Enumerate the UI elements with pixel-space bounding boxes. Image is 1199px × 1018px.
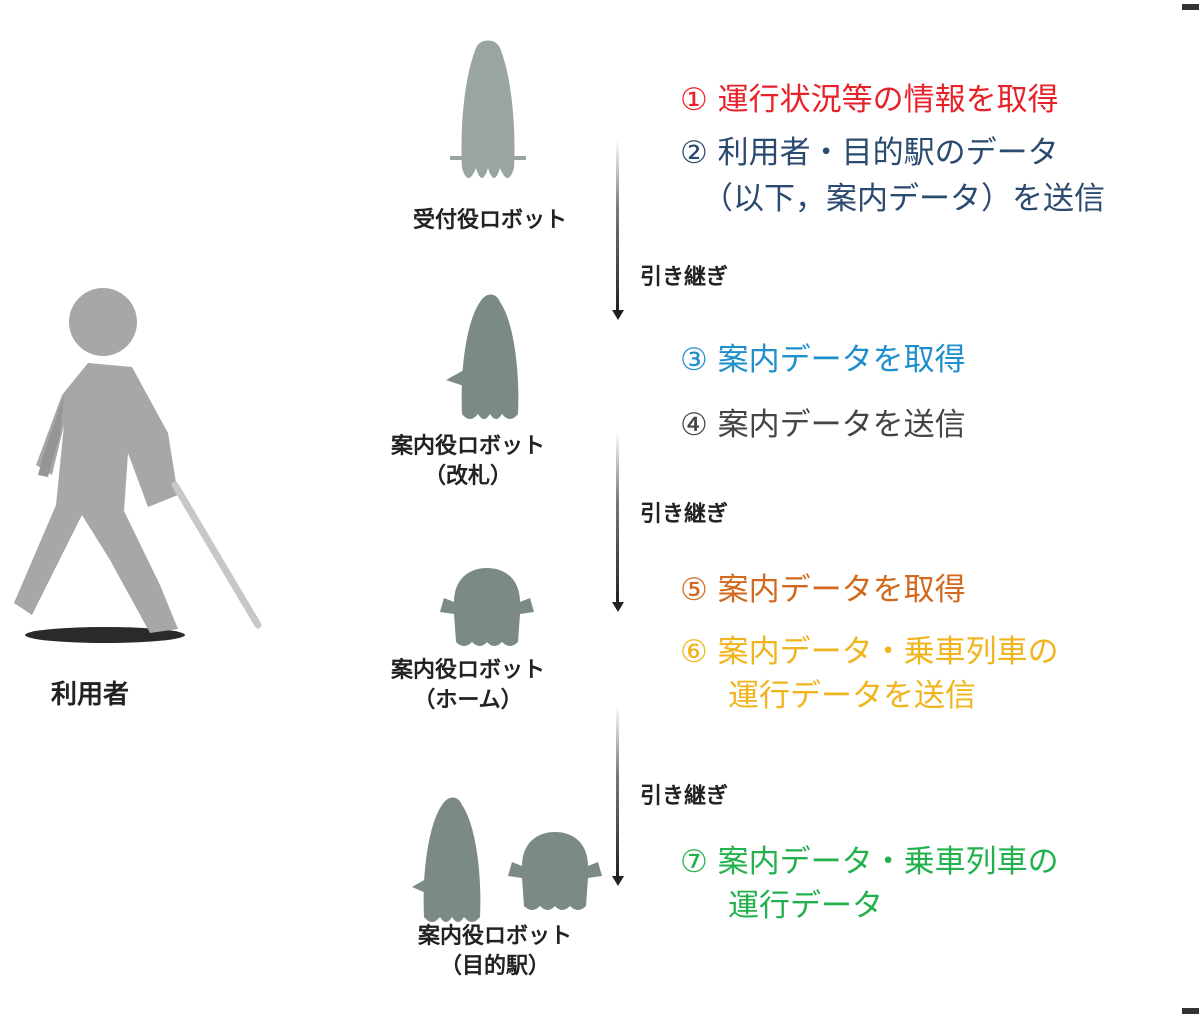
step-6-number: ⑥ xyxy=(680,634,708,670)
user-head xyxy=(69,288,137,356)
handoff-arrow-1-head xyxy=(612,310,624,320)
step-2-text: 利用者・目的駅のデータ xyxy=(717,135,1059,171)
user-shadow xyxy=(25,627,185,643)
gate-robot-label-line1: 案内役ロボット xyxy=(390,434,545,459)
gate-robot-label-line2: （改札） xyxy=(423,464,512,489)
platform-robot-label: 案内役ロボット （ホーム） xyxy=(363,656,573,716)
handoff-arrow-2 xyxy=(612,432,624,612)
handoff-arrow-3-head xyxy=(612,876,624,886)
handoff-arrow-1-line xyxy=(616,140,619,310)
step-2-number: ② xyxy=(680,135,708,171)
step-3: ③ 案内データを取得 xyxy=(680,340,966,380)
reception-robot-label: 受付役ロボット xyxy=(385,206,595,236)
step-2: ② 利用者・目的駅のデータ （以下，案内データ）を送信 xyxy=(680,133,1105,219)
platform-robot-label-line1: 案内役ロボット xyxy=(390,658,545,683)
step-3-text: 案内データを取得 xyxy=(717,342,966,378)
step-5-number: ⑤ xyxy=(680,572,708,608)
step-5: ⑤ 案内データを取得 xyxy=(680,570,966,610)
white-cane xyxy=(171,481,262,629)
handoff-label-1: 引き継ぎ xyxy=(640,265,729,290)
handoff-label-3: 引き継ぎ xyxy=(640,784,729,809)
step-4: ④ 案内データを送信 xyxy=(680,405,966,445)
step-4-number: ④ xyxy=(680,407,708,443)
destination-robot-label: 案内役ロボット （目的駅） xyxy=(390,922,600,982)
handoff-arrow-3-line xyxy=(616,706,619,876)
step-6: ⑥ 案内データ・乗車列車の 運行データを送信 xyxy=(680,632,1059,716)
step-6-text: 案内データ・乗車列車の xyxy=(717,634,1059,670)
step-7-number: ⑦ xyxy=(680,844,708,880)
gate-robot-icon xyxy=(446,294,519,419)
destination-robot-icon-tall xyxy=(412,797,481,922)
user-back-arm xyxy=(38,395,64,477)
step-1-number: ① xyxy=(680,82,708,118)
reception-robot-icon xyxy=(450,40,526,178)
handoff-arrow-1 xyxy=(612,140,624,320)
reception-robot-label-line1: 受付役ロボット xyxy=(412,208,567,233)
edge-tick-bottom xyxy=(1182,1008,1199,1014)
platform-robot-icon xyxy=(440,568,534,646)
step-2-text-line2: （以下，案内データ）を送信 xyxy=(702,181,1105,217)
step-7-text-line2: 運行データ xyxy=(728,888,883,924)
handoff-label-2: 引き継ぎ xyxy=(640,502,729,527)
handoff-arrow-3 xyxy=(612,706,624,886)
step-4-text: 案内データを送信 xyxy=(717,407,966,443)
handoff-arrow-2-head xyxy=(612,602,624,612)
user-figure xyxy=(14,288,262,643)
gate-robot-label: 案内役ロボット （改札） xyxy=(363,432,573,492)
user-body xyxy=(14,363,178,633)
platform-robot-label-line2: （ホーム） xyxy=(413,688,523,713)
step-5-text: 案内データを取得 xyxy=(717,572,966,608)
user-label: 利用者 xyxy=(50,680,129,710)
step-7-text: 案内データ・乗車列車の xyxy=(717,844,1059,880)
destination-robot-label-line1: 案内役ロボット xyxy=(417,924,572,949)
destination-robot-label-line2: （目的駅） xyxy=(439,954,550,979)
step-1-text: 運行状況等の情報を取得 xyxy=(717,82,1059,118)
step-3-number: ③ xyxy=(680,342,708,378)
destination-robot-icon-round xyxy=(508,832,602,910)
step-7: ⑦ 案内データ・乗車列車の 運行データ xyxy=(680,842,1059,926)
step-1: ① 運行状況等の情報を取得 xyxy=(680,80,1059,120)
handoff-arrow-2-line xyxy=(616,432,619,602)
step-6-text-line2: 運行データを送信 xyxy=(728,678,976,714)
edge-tick-top xyxy=(1182,4,1199,10)
